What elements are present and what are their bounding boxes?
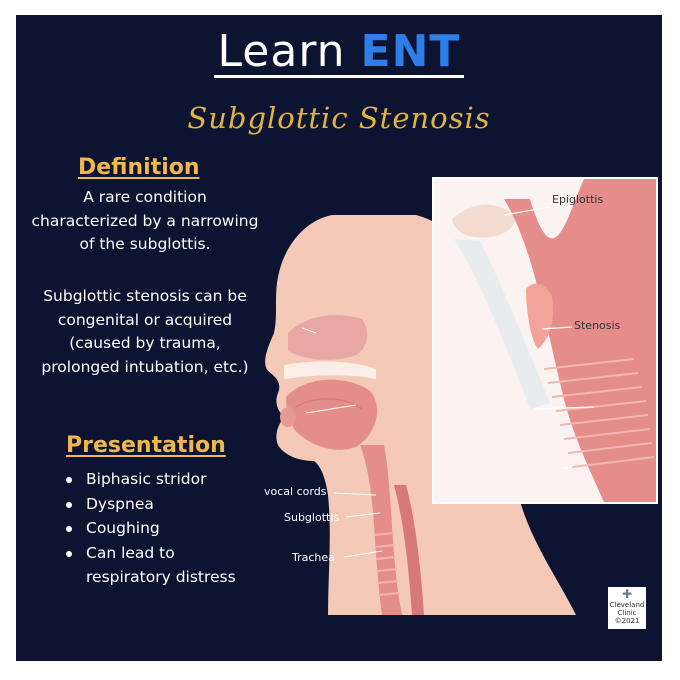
airway bbox=[360, 445, 402, 615]
larynx-closeup-illustration bbox=[434, 179, 656, 502]
vocal-cords-label: vocal cords bbox=[264, 485, 327, 498]
presentation-heading: Presentation bbox=[66, 433, 226, 458]
trachea-label: Trachea bbox=[292, 551, 335, 564]
cleveland-clinic-logo: ✚ Cleveland Clinic ©2021 bbox=[608, 587, 646, 629]
subglottis-label: Subglottis bbox=[284, 511, 340, 524]
list-item: Coughing bbox=[60, 516, 236, 541]
closeup-trachea-rings bbox=[543, 358, 655, 468]
epiglottis bbox=[452, 204, 516, 238]
definition-p1-line: A rare condition bbox=[83, 188, 207, 206]
definition-p2-line: congenital or acquired bbox=[57, 310, 233, 329]
list-item: Dyspnea bbox=[60, 492, 236, 517]
head-neck-illustration bbox=[265, 215, 576, 615]
logo-line: Cleveland bbox=[609, 601, 645, 609]
definition-p2-line: Subglottic stenosis can be bbox=[43, 287, 247, 305]
page-title: Subglottic Stenosis bbox=[187, 101, 491, 135]
definition-paragraph-2: Subglottic stenosis can be congenital or… bbox=[16, 285, 274, 379]
esophagus bbox=[394, 485, 424, 615]
closeup-pointer-lines bbox=[503, 206, 595, 470]
definition-paragraph-1: A rare condition characterized by a narr… bbox=[16, 186, 274, 257]
list-item: Can lead to bbox=[60, 541, 236, 566]
list-item-continuation: respiratory distress bbox=[86, 568, 236, 586]
pointer-lines bbox=[301, 327, 383, 558]
brand-underline bbox=[214, 75, 464, 78]
logo-line: ©2021 bbox=[614, 617, 640, 625]
trachea-rings bbox=[373, 532, 400, 596]
airway-lumen bbox=[504, 179, 656, 502]
stenosis-label: Stenosis bbox=[574, 319, 621, 332]
definition-heading: Definition bbox=[78, 155, 200, 180]
stenosis-narrowing bbox=[526, 283, 554, 349]
tongue bbox=[286, 379, 378, 450]
nasal-cavity bbox=[288, 315, 368, 360]
larynx-cartilage bbox=[454, 239, 550, 409]
list-item: Biphasic stridor bbox=[60, 467, 236, 492]
definition-p1-line: of the subglottis. bbox=[79, 235, 211, 253]
definition-p2-line: (caused by trauma, bbox=[69, 334, 221, 352]
inset-closeup: Epiglottis Stenosis bbox=[432, 177, 658, 504]
brand-learn: Learn bbox=[217, 26, 346, 77]
definition-p1-line: characterized by a narrowing bbox=[31, 211, 259, 230]
head-silhouette bbox=[265, 215, 576, 615]
brand-logo: Learn ENT bbox=[16, 27, 662, 77]
logo-line: Clinic bbox=[617, 609, 637, 617]
cleveland-clinic-cross-icon: ✚ bbox=[621, 587, 633, 601]
presentation-list: Biphasic stridor Dyspnea Coughing Can le… bbox=[60, 467, 236, 590]
definition-p2-line: prolonged intubation, etc.) bbox=[41, 357, 249, 376]
brand-ent: ENT bbox=[360, 26, 461, 77]
epiglottis-label: Epiglottis bbox=[552, 193, 604, 206]
palate bbox=[284, 361, 376, 379]
poster: Epiglottis Stenosis Learn ENT Subglottic… bbox=[16, 15, 662, 661]
